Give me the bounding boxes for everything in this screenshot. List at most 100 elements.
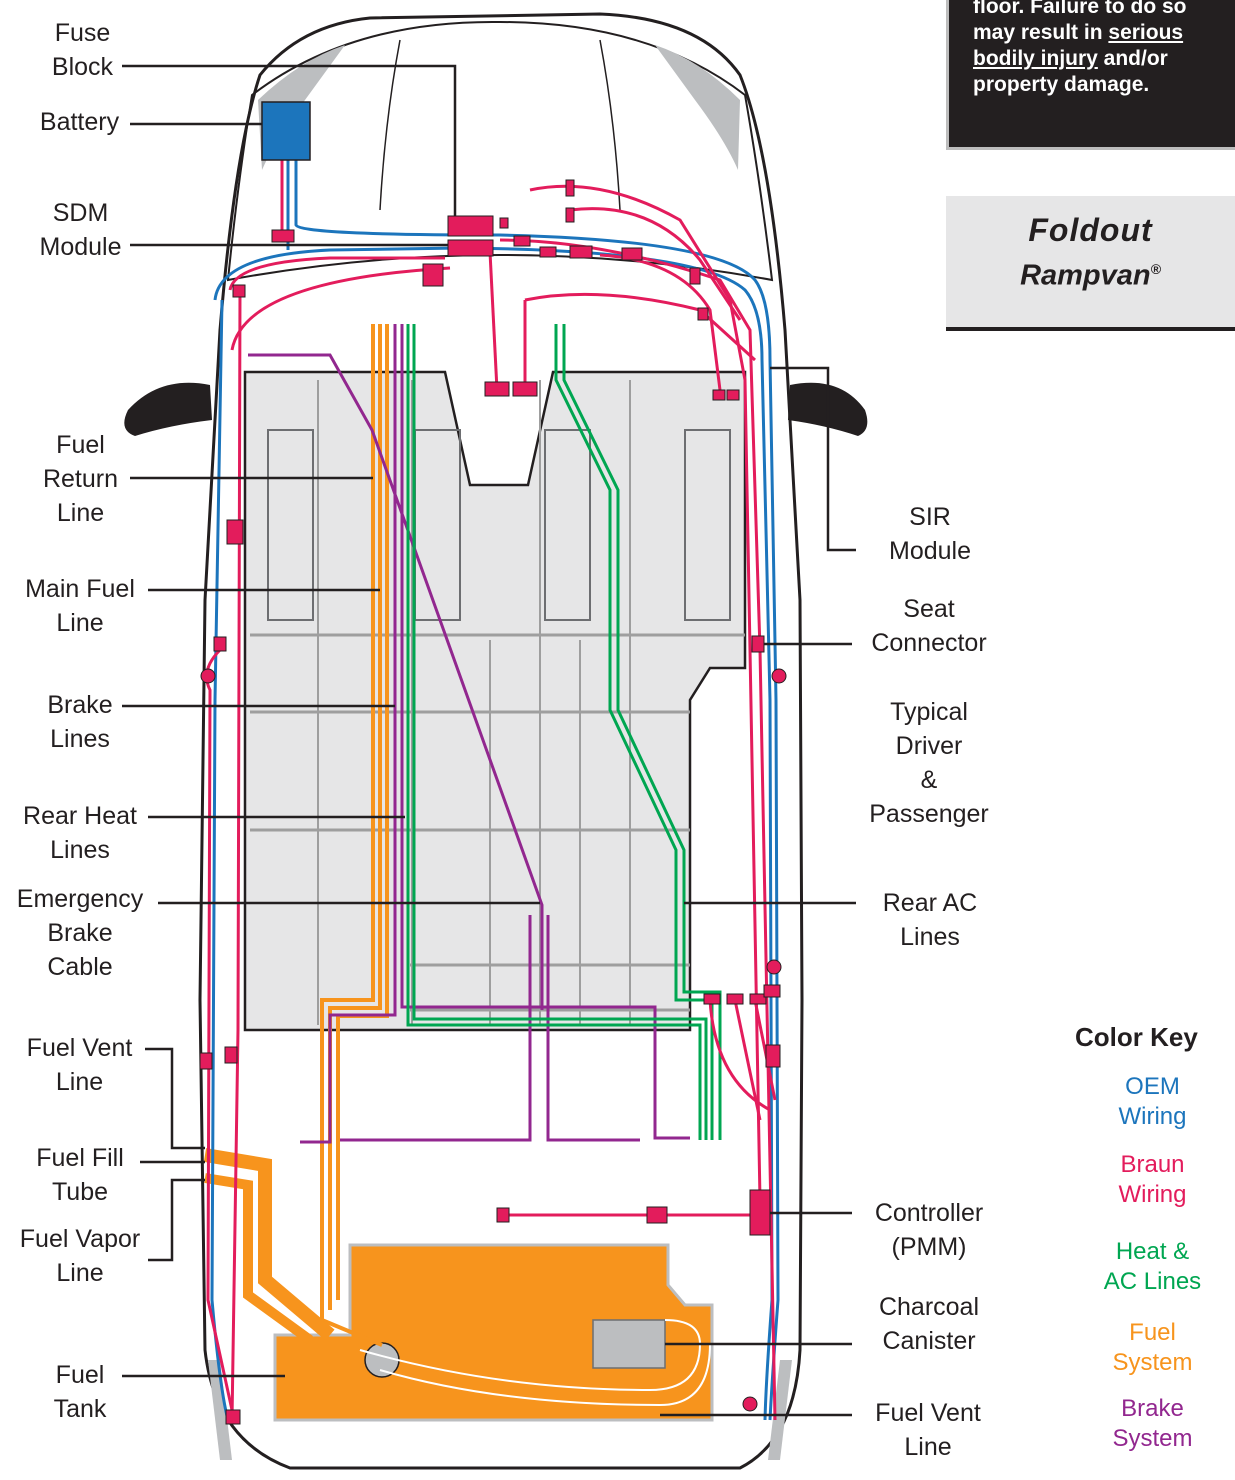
connectors — [199, 179, 787, 1425]
label-line: Fuel Fill — [36, 1144, 124, 1172]
key-line: System — [1112, 1349, 1193, 1376]
label-sdm-module: SDM Module — [28, 196, 133, 264]
label-rear-ac-lines: Rear AC Lines — [865, 886, 995, 954]
charcoal-canister — [592, 1319, 666, 1369]
rear-left-trim — [208, 1360, 232, 1460]
label-line: Lines — [50, 836, 110, 864]
label-line: Line — [904, 1433, 952, 1461]
product-line-1: Foldout — [1028, 212, 1153, 248]
label-line: Battery — [39, 108, 120, 136]
label-line: Cable — [47, 953, 113, 981]
label-line: Fuel Vapor — [19, 1225, 141, 1253]
label-line: Passenger — [869, 800, 989, 828]
windshield-outline — [226, 20, 774, 282]
warning-text: and/or — [1097, 47, 1168, 70]
warning-line-2: may result in serious — [973, 20, 1235, 46]
label-line: SIR — [909, 503, 951, 531]
product-name: Rampvan — [1020, 259, 1151, 292]
label-line: Typical — [890, 698, 968, 726]
label-line: Rear AC — [882, 889, 978, 917]
label-line: Fuel Vent — [26, 1034, 133, 1062]
hood-line-left — [379, 39, 401, 211]
key-line: Wiring — [1118, 1103, 1187, 1130]
battery-box — [261, 101, 311, 161]
label-line: Fuel — [55, 1361, 105, 1389]
label-battery: Battery — [27, 105, 132, 139]
label-line: (PMM) — [891, 1233, 967, 1261]
windshield-right-shade — [655, 45, 740, 170]
key-line: System — [1112, 1425, 1193, 1452]
key-line: Braun — [1120, 1151, 1185, 1178]
key-line: Brake — [1121, 1395, 1184, 1422]
warning-line-1: floor. Failure to do so — [973, 0, 1187, 18]
label-line: Tank — [53, 1395, 107, 1423]
label-line: Controller — [874, 1199, 984, 1227]
label-line: Module — [39, 233, 122, 261]
key-line: Fuel — [1129, 1319, 1176, 1346]
label-line: & — [920, 766, 938, 794]
label-line: Return — [42, 465, 119, 493]
leader-lines — [122, 64, 856, 1417]
label-line: Fuel — [56, 431, 105, 459]
label-line: Tube — [51, 1178, 109, 1206]
key-line: AC Lines — [1103, 1268, 1202, 1295]
label-line: Line — [56, 499, 105, 527]
left-mirror — [124, 382, 212, 436]
label-line: Main Fuel — [25, 575, 135, 603]
product-line-2: Rampvan® — [946, 250, 1235, 295]
warning-line-4: property damage. — [973, 73, 1150, 96]
product-name-box: Foldout Rampvan® — [946, 196, 1235, 331]
floor-pan-crossmembers — [250, 633, 745, 1012]
floor-pan — [243, 370, 747, 1032]
label-line: Block — [51, 53, 114, 81]
warning-line-3: bodily injury and/or — [973, 46, 1235, 72]
label-line: Fuse — [54, 19, 111, 47]
rear-right-trim — [768, 1360, 792, 1460]
label-line: Fuel Vent — [875, 1399, 981, 1427]
label-line: Canister — [882, 1327, 976, 1355]
label-line: SDM — [52, 199, 109, 227]
brake-lines — [248, 324, 690, 1144]
label-line: Line — [55, 1068, 104, 1096]
key-line: Heat & — [1115, 1238, 1190, 1265]
label-line: Connector — [871, 629, 987, 657]
label-line: Charcoal — [878, 1293, 980, 1321]
label-line: Emergency — [16, 885, 144, 913]
key-line: OEM — [1125, 1073, 1180, 1100]
label-line: Brake — [47, 919, 113, 947]
warning-box: floor. Failure to do so may result in se… — [946, 0, 1235, 150]
warning-emphasis: bodily injury — [973, 47, 1098, 70]
label-line: Lines — [50, 725, 110, 753]
registered-mark: ® — [1150, 261, 1161, 277]
seat-mounts — [267, 429, 731, 621]
hood-line-right — [599, 39, 621, 211]
warning-text: may result in — [973, 21, 1109, 44]
warning-emphasis: serious — [1108, 21, 1184, 44]
color-key-heat-ac: Heat & AC Lines — [1090, 1237, 1215, 1297]
color-key-title: Color Key — [1075, 1022, 1198, 1052]
label-controller-pmm: Controller (PMM) — [855, 1196, 1003, 1264]
label-sir-module: SIR Module — [870, 500, 990, 568]
label-line: Line — [56, 1259, 104, 1287]
label-line: Module — [889, 537, 971, 565]
label-line: Seat — [903, 595, 955, 623]
label-line: Lines — [900, 923, 960, 951]
color-key-oem-wiring: OEM Wiring — [1090, 1072, 1215, 1132]
